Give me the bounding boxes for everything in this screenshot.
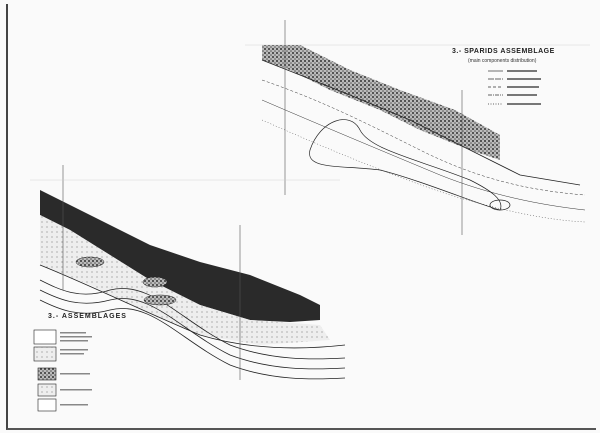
upper-coast-dark-zone	[262, 45, 500, 160]
lower-legend-boxes	[33, 329, 57, 412]
upper-isobath-3	[261, 119, 586, 223]
lower-isobath-1	[39, 264, 346, 349]
lower-isobath-4	[39, 299, 346, 380]
lower-legend-labels	[60, 332, 92, 406]
upper-isobath-1	[261, 79, 586, 196]
sheet-border	[6, 4, 596, 430]
upper-closed-contour	[489, 199, 511, 211]
upper-map	[245, 20, 590, 235]
upper-contour-loop	[309, 119, 502, 211]
lower-isobath-2	[39, 279, 346, 360]
lower-isobath-3	[39, 289, 346, 370]
upper-legend-labels	[507, 70, 541, 105]
lower-coast-dark-zone	[40, 190, 320, 322]
upper-coast-line	[261, 59, 581, 186]
lower-patch-2	[142, 276, 168, 288]
lower-map-title: 3.- ASSEMBLAGES	[48, 313, 127, 320]
lower-map	[30, 165, 346, 412]
lower-patch-1	[75, 256, 105, 268]
lower-light-zone	[40, 215, 330, 345]
upper-map-title: 3.- SPARIDS ASSEMBLAGE	[452, 48, 555, 55]
lower-patch-3	[143, 294, 177, 306]
upper-legend-lines	[488, 70, 503, 105]
upper-map-subtitle: (main components distribution)	[468, 58, 537, 64]
